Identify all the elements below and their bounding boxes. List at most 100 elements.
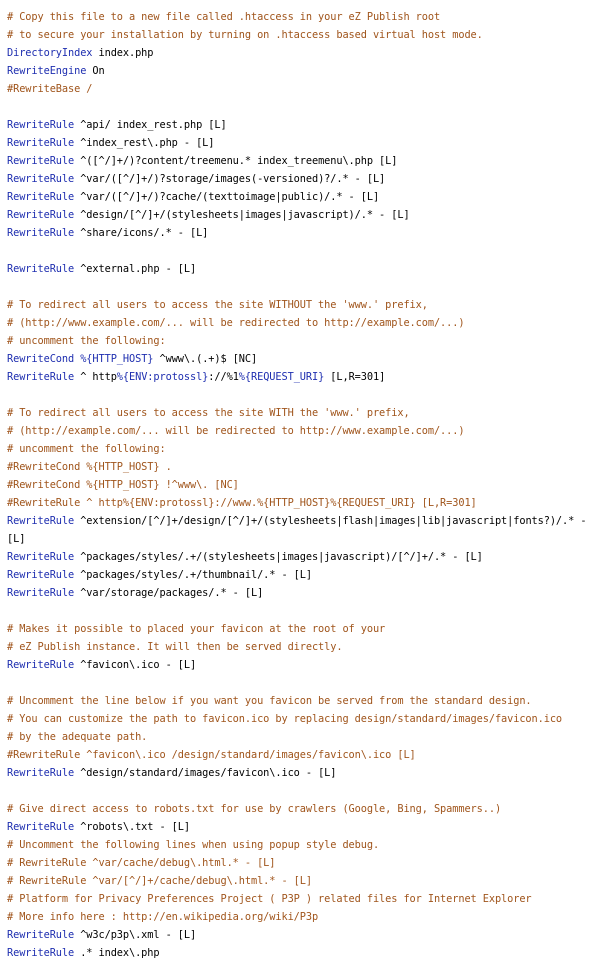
directive-arguments: ://%1	[208, 371, 239, 383]
code-line: # Makes it possible to placed your favic…	[7, 620, 593, 638]
comment-text: # (http://example.com/... will be redire…	[7, 425, 465, 437]
comment-text: # by the adequate path.	[7, 731, 148, 743]
directive-arguments: ^external.php - [L]	[74, 263, 197, 275]
comment-text: # Makes it possible to placed your favic…	[7, 623, 386, 635]
comment-text: # to secure your installation by turning…	[7, 29, 483, 41]
code-line: RewriteRule .* index\.php	[7, 944, 593, 962]
directive-keyword: RewriteRule	[7, 947, 75, 959]
code-line: [L]	[7, 530, 593, 548]
comment-text: # uncomment the following:	[7, 335, 166, 347]
comment-text: #RewriteCond %{HTTP_HOST} .	[7, 461, 172, 473]
directive-keyword: RewriteRule	[7, 371, 75, 383]
comment-text: # More info here : http://en.wikipedia.o…	[7, 911, 319, 923]
code-line: DirectoryIndex index.php	[7, 44, 593, 62]
blank-line	[7, 674, 593, 692]
directive-keyword: RewriteRule	[7, 587, 75, 599]
directive-keyword: RewriteRule	[7, 173, 75, 185]
code-line: # Platform for Privacy Preferences Proje…	[7, 890, 593, 908]
comment-text: #RewriteRule ^ http%{ENV:protossl}://www…	[7, 497, 477, 509]
htaccess-code[interactable]: # Copy this file to a new file called .h…	[7, 8, 593, 962]
code-line: # Uncomment the following lines when usi…	[7, 836, 593, 854]
directive-arguments: ^design/standard/images/favicon\.ico - […	[74, 767, 337, 779]
directive-keyword: RewriteRule	[7, 515, 75, 527]
code-line: # Uncomment the line below if you want y…	[7, 692, 593, 710]
code-line: RewriteRule ^design/standard/images/favi…	[7, 764, 593, 782]
code-line: RewriteRule ^share/icons/.* - [L]	[7, 224, 593, 242]
code-line: RewriteRule ^extension/[^/]+/design/[^/]…	[7, 512, 593, 530]
directive-keyword: DirectoryIndex	[7, 47, 93, 59]
directive-arguments: ^packages/styles/.+/thumbnail/.* - [L]	[74, 569, 312, 581]
comment-text: #RewriteBase /	[7, 83, 93, 95]
code-line: RewriteRule ^var/([^/]+/)?cache/(texttoi…	[7, 188, 593, 206]
code-line: RewriteRule ^packages/styles/.+/thumbnai…	[7, 566, 593, 584]
code-line: RewriteRule ^robots\.txt - [L]	[7, 818, 593, 836]
code-line: #RewriteBase /	[7, 80, 593, 98]
code-line: # To redirect all users to access the si…	[7, 296, 593, 314]
code-line: # (http://www.example.com/... will be re…	[7, 314, 593, 332]
code-line: RewriteRule ^api/ index_rest.php [L]	[7, 116, 593, 134]
code-line: # You can customize the path to favicon.…	[7, 710, 593, 728]
directive-keyword: RewriteRule	[7, 263, 75, 275]
directive-arguments: ^packages/styles/.+/(stylesheets|images|…	[74, 551, 483, 563]
code-line: # by the adequate path.	[7, 728, 593, 746]
code-line: RewriteRule ^favicon\.ico - [L]	[7, 656, 593, 674]
directive-keyword: RewriteRule	[7, 659, 75, 671]
directive-arguments: ^share/icons/.* - [L]	[74, 227, 209, 239]
directive-arguments: ^var/storage/packages/.* - [L]	[74, 587, 264, 599]
directive-keyword: RewriteRule	[7, 227, 75, 239]
code-line: RewriteRule ^packages/styles/.+/(stylesh…	[7, 548, 593, 566]
directive-keyword: RewriteCond	[7, 353, 75, 365]
blank-line	[7, 782, 593, 800]
directive-keyword: RewriteRule	[7, 209, 75, 221]
code-line: # Give direct access to robots.txt for u…	[7, 800, 593, 818]
directive-keyword: RewriteRule	[7, 155, 75, 167]
code-line: # uncomment the following:	[7, 332, 593, 350]
directive-keyword: RewriteRule	[7, 821, 75, 833]
code-line: RewriteCond %{HTTP_HOST} ^www\.(.+)$ [NC…	[7, 350, 593, 368]
directive-arguments: ^www\.(.+)$ [NC]	[153, 353, 258, 365]
directive-arguments: .* index\.php	[74, 947, 160, 959]
directive-keyword: RewriteRule	[7, 767, 75, 779]
comment-text: # Copy this file to a new file called .h…	[7, 11, 441, 23]
comment-text: # RewriteRule ^var/[^/]+/cache/debug\.ht…	[7, 875, 312, 887]
comment-text: # uncomment the following:	[7, 443, 166, 455]
blank-line	[7, 242, 593, 260]
directive-keyword: RewriteRule	[7, 551, 75, 563]
code-line: RewriteRule ^w3c/p3p\.xml - [L]	[7, 926, 593, 944]
directive-arguments: ^design/[^/]+/(stylesheets|images|javasc…	[74, 209, 410, 221]
comment-text: # You can customize the path to favicon.…	[7, 713, 563, 725]
comment-text: # (http://www.example.com/... will be re…	[7, 317, 465, 329]
comment-text: # To redirect all users to access the si…	[7, 407, 410, 419]
directive-arguments: ^var/([^/]+/)?cache/(texttoimage|public)…	[74, 191, 380, 203]
comment-text: # Uncomment the line below if you want y…	[7, 695, 532, 707]
directive-arguments: ^index_rest\.php - [L]	[74, 137, 215, 149]
code-line: RewriteRule ^index_rest\.php - [L]	[7, 134, 593, 152]
code-line: # (http://example.com/... will be redire…	[7, 422, 593, 440]
directive-keyword: RewriteEngine	[7, 65, 87, 77]
directive-arguments: ^favicon\.ico - [L]	[74, 659, 197, 671]
directive-arguments: ^([^/]+/)?content/treemenu.* index_treem…	[74, 155, 398, 167]
directive-arguments: ^extension/[^/]+/design/[^/]+/(styleshee…	[74, 515, 587, 527]
comment-text: #RewriteRule ^favicon\.ico /design/stand…	[7, 749, 416, 761]
code-line: RewriteRule ^([^/]+/)?content/treemenu.*…	[7, 152, 593, 170]
code-line: # Copy this file to a new file called .h…	[7, 8, 593, 26]
code-line: RewriteRule ^var/([^/]+/)?storage/images…	[7, 170, 593, 188]
blank-line	[7, 278, 593, 296]
directive-keyword: RewriteRule	[7, 119, 75, 131]
code-line: # to secure your installation by turning…	[7, 26, 593, 44]
code-line: # RewriteRule ^var/cache/debug\.html.* -…	[7, 854, 593, 872]
directive-arguments: ^robots\.txt - [L]	[74, 821, 190, 833]
code-line: #RewriteRule ^favicon\.ico /design/stand…	[7, 746, 593, 764]
code-line: #RewriteCond %{HTTP_HOST} .	[7, 458, 593, 476]
code-line: RewriteEngine On	[7, 62, 593, 80]
directive-flags: [L,R=301]	[324, 371, 386, 383]
server-variable: %{HTTP_HOST}	[80, 353, 154, 365]
directive-arguments: ^var/([^/]+/)?storage/images(-versioned)…	[74, 173, 386, 185]
code-line: # uncomment the following:	[7, 440, 593, 458]
code-line: # To redirect all users to access the si…	[7, 404, 593, 422]
code-line: # eZ Publish instance. It will then be s…	[7, 638, 593, 656]
directive-arguments: ^api/ index_rest.php [L]	[74, 119, 227, 131]
directive-arguments: ^w3c/p3p\.xml - [L]	[74, 929, 197, 941]
directive-keyword: RewriteRule	[7, 929, 75, 941]
